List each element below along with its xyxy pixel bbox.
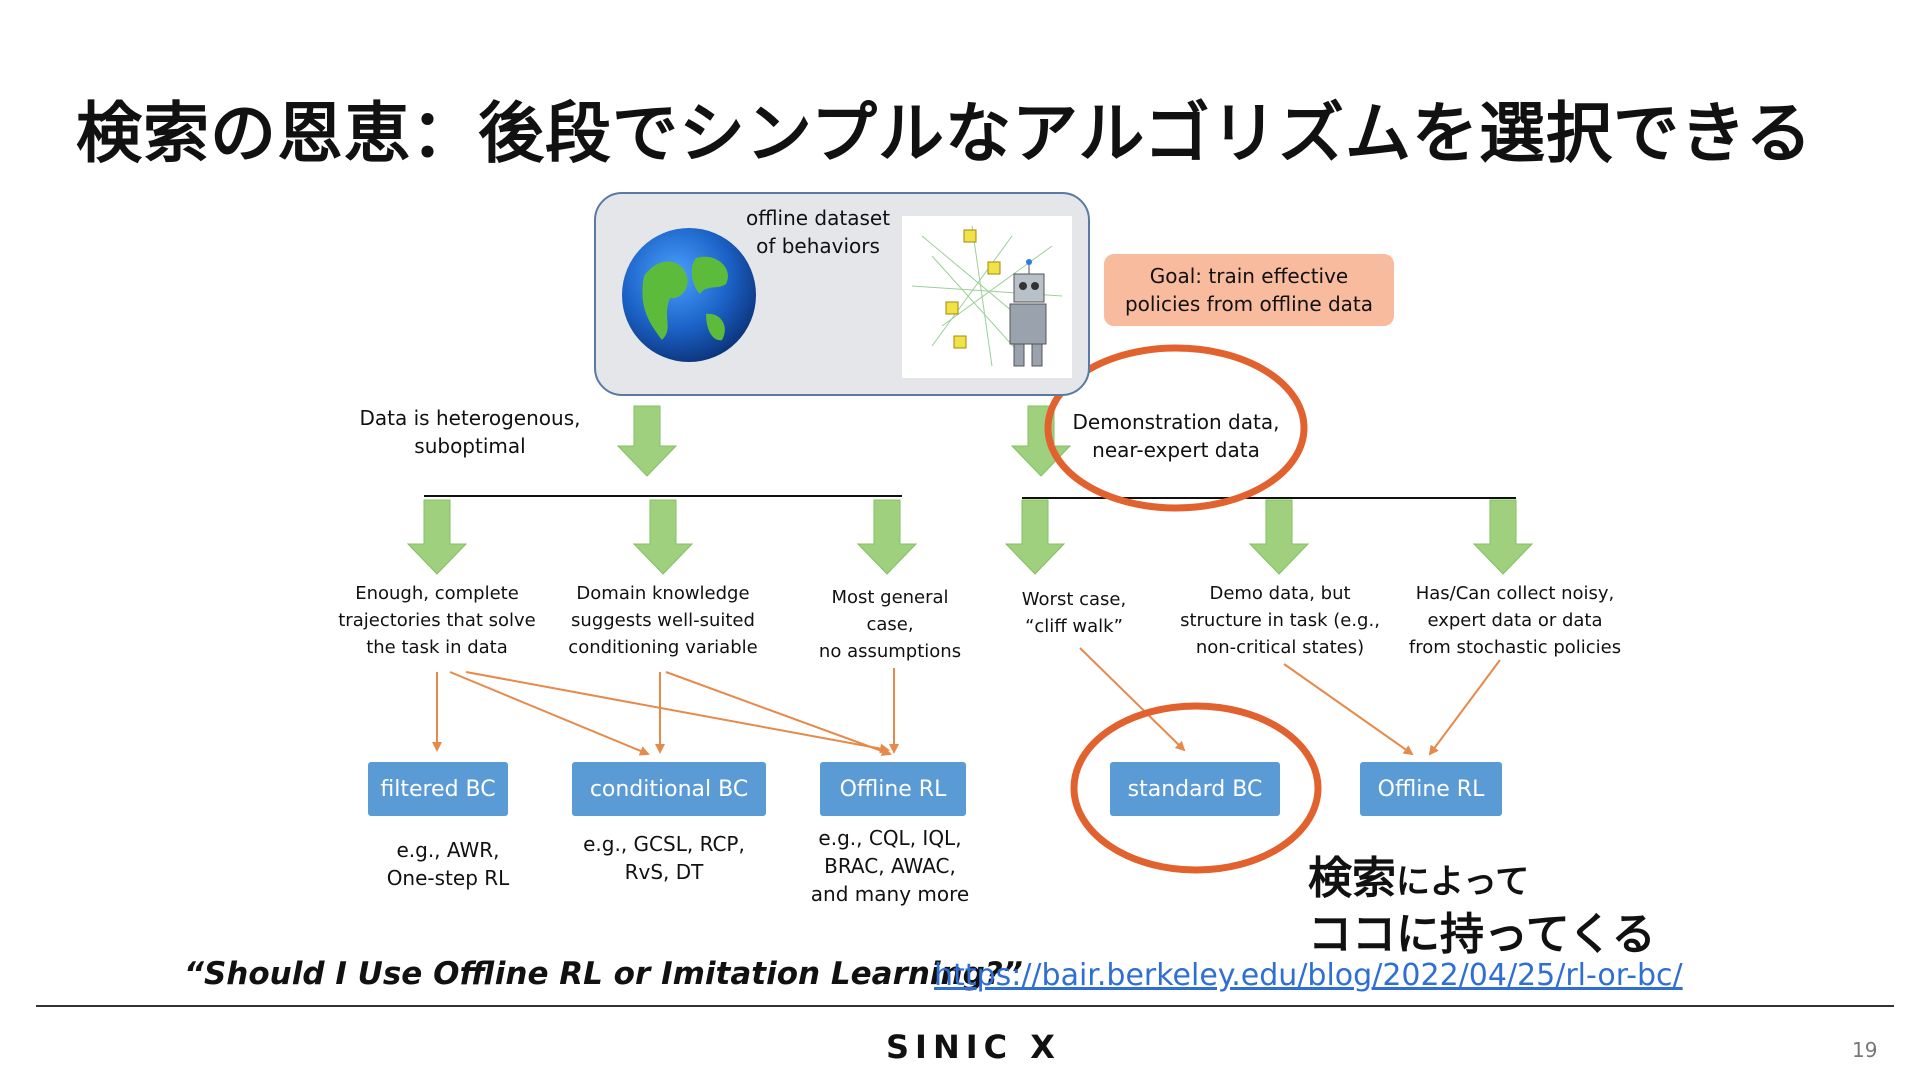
citation-title: “Should I Use Offline RL or Imitation Le… — [184, 956, 1023, 992]
method-standard-bc: standard BC — [1110, 762, 1280, 816]
case-1: Enough, complete trajectories that solve… — [338, 583, 536, 658]
left-branch-label: Data is heterogenous, suboptimal — [359, 406, 581, 458]
orange-arrow-5 — [665, 671, 892, 756]
method-conditional-bc: conditional BC — [572, 762, 766, 816]
brand-logo: SINIC X — [886, 1028, 1061, 1066]
orange-arrow-2 — [449, 671, 650, 756]
globe-icon — [622, 228, 756, 362]
green-arrow-left-main — [616, 405, 678, 477]
examples-filtered-bc: e.g., AWR, One-step RL — [386, 838, 510, 890]
right-branch-label: Demonstration data, near-expert data — [1072, 410, 1280, 462]
dataset-label: offline dataset of behaviors — [745, 206, 891, 258]
case-3: Most general case, no assumptions — [818, 587, 962, 662]
slide-title: 検索の恩恵：後段でシンプルなアルゴリズムを選択できる — [76, 95, 1813, 172]
dataset-image — [902, 216, 1072, 378]
green-arrow-case-1 — [406, 499, 468, 575]
highlight-standard-bc-ellipse — [1070, 702, 1322, 874]
annotation-big: 検索 — [1308, 853, 1396, 904]
method-filtered-bc: filtered BC — [368, 762, 508, 816]
case-4: Worst case, “cliff walk” — [1021, 589, 1127, 637]
case-6: Has/Can collect noisy, expert data or da… — [1408, 583, 1622, 658]
annotation-line-2: ココに持ってくる — [1308, 909, 1656, 960]
annotation-small: によって — [1396, 862, 1530, 902]
case-5: Demo data, but structure in task (e.g., … — [1180, 583, 1380, 658]
orange-arrow-7 — [1079, 647, 1186, 752]
footer-divider — [36, 1005, 1894, 1007]
orange-arrow-9 — [1428, 659, 1501, 756]
page-number: 19 — [1852, 1038, 1878, 1062]
method-offline-rl-2: Offline RL — [1360, 762, 1502, 816]
case-2: Domain knowledge suggests well-suited co… — [568, 583, 758, 658]
orange-arrow-3 — [465, 671, 890, 754]
examples-conditional-bc: e.g., GCSL, RCP, RvS, DT — [583, 832, 745, 884]
method-offline-rl: Offline RL — [820, 762, 966, 816]
green-arrow-case-2 — [632, 499, 694, 575]
green-arrow-case-5 — [1248, 499, 1310, 575]
examples-offline-rl: e.g., CQL, IQL, BRAC, AWAC, and many mor… — [810, 826, 970, 906]
citation-link[interactable]: https://bair.berkeley.edu/blog/2022/04/2… — [934, 958, 1683, 993]
orange-arrow-8 — [1283, 663, 1414, 756]
goal-box: Goal: train effective policies from offl… — [1104, 254, 1394, 326]
green-arrow-case-4 — [1004, 499, 1066, 575]
annotation-line-1: 検索によって — [1308, 842, 1529, 906]
robot-body — [1009, 303, 1047, 345]
goal-text: Goal: train effective policies from offl… — [1124, 264, 1374, 316]
green-arrow-case-3 — [856, 499, 918, 575]
highlight-demo-ellipse — [1044, 344, 1308, 512]
green-arrow-case-6 — [1472, 499, 1534, 575]
